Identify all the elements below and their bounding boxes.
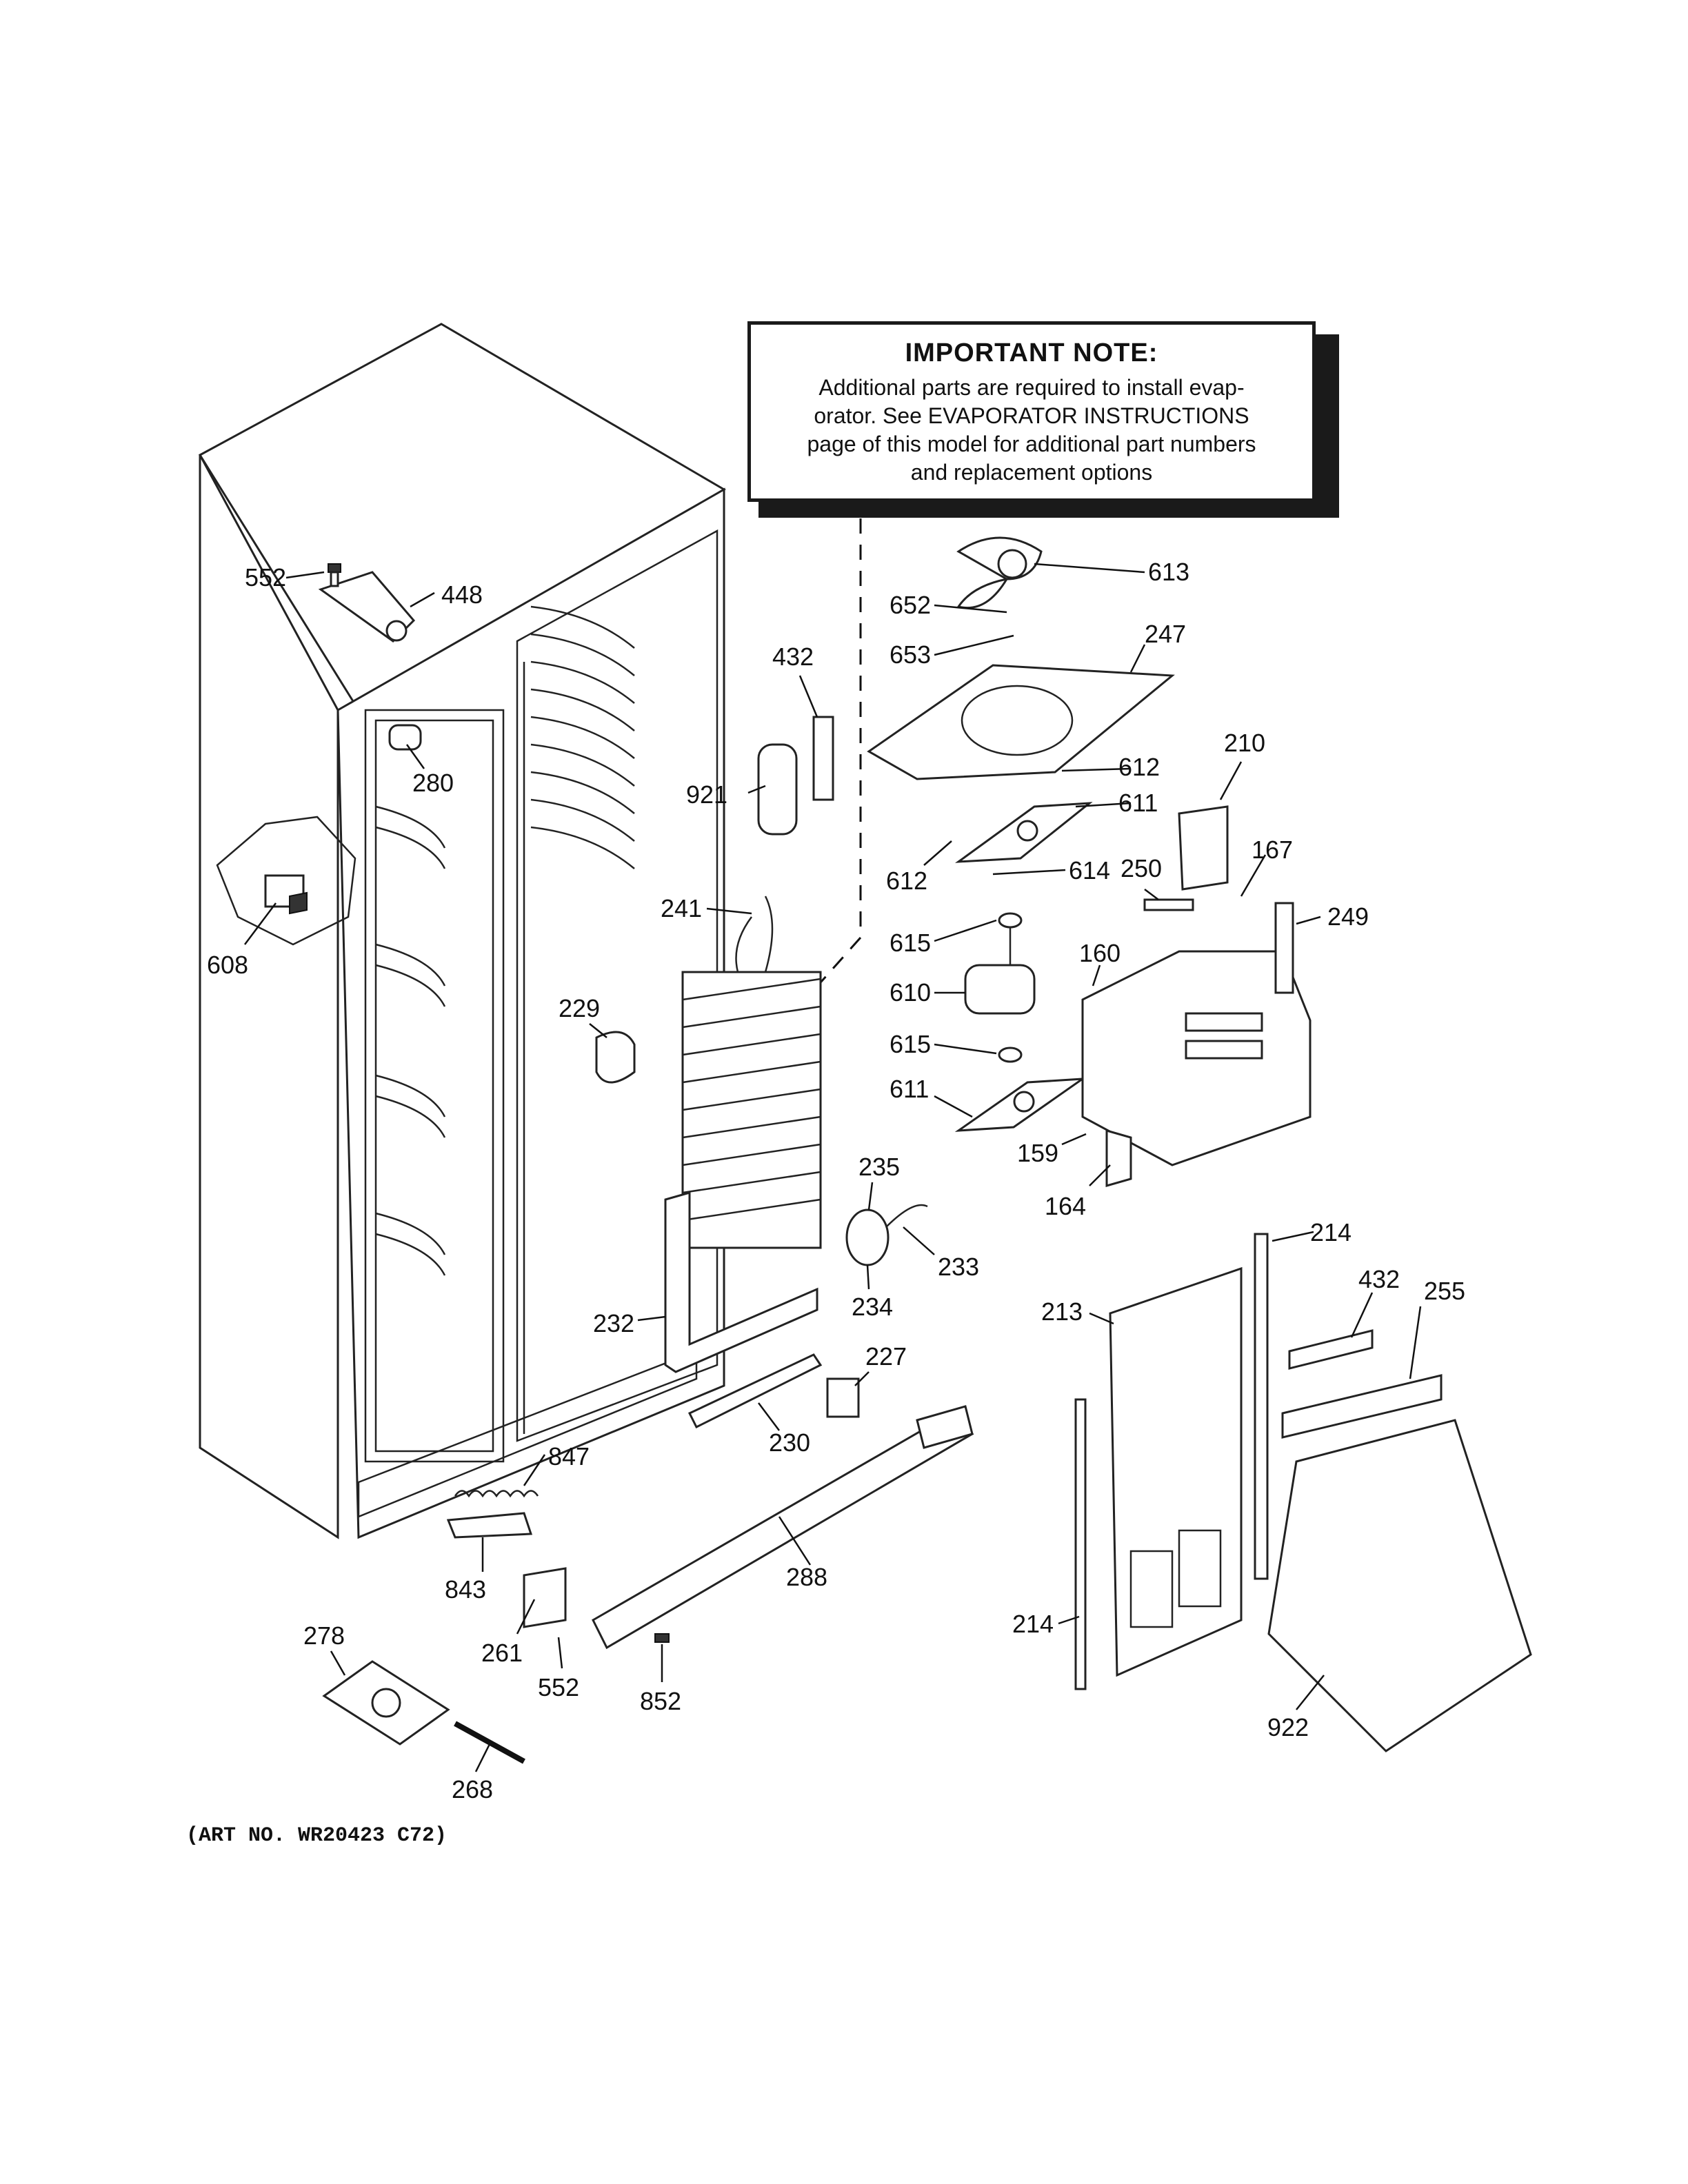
note-line: and replacement options <box>910 460 1153 485</box>
callout-552-lower: 552 <box>538 1673 579 1701</box>
fan-housing-167 <box>1081 950 1312 1166</box>
part-843 <box>446 1512 533 1539</box>
bolt-268 <box>454 1721 525 1764</box>
roller-278 <box>322 1660 450 1746</box>
callout-653: 653 <box>890 640 931 669</box>
callout-552: 552 <box>245 563 286 592</box>
callout-921: 921 <box>686 780 727 809</box>
callout-261: 261 <box>481 1639 523 1667</box>
callout-249: 249 <box>1327 902 1369 931</box>
motor-610 <box>964 924 1036 1015</box>
callout-852: 852 <box>640 1687 681 1715</box>
grommet-615-bottom <box>998 1046 1023 1063</box>
callout-210: 210 <box>1224 729 1265 757</box>
callout-288: 288 <box>786 1563 827 1591</box>
art-number: (ART NO. WR20423 C72) <box>186 1824 448 1848</box>
callout-280: 280 <box>412 769 454 797</box>
cover-921 <box>757 743 798 836</box>
clip-229 <box>595 1031 636 1084</box>
callout-843: 843 <box>445 1575 486 1604</box>
part-249 <box>1274 902 1294 994</box>
callout-432: 432 <box>772 643 814 671</box>
callout-labels: 552 448 280 608 432 921 241 229 613 652 … <box>207 558 1465 1803</box>
trim-214 <box>1074 1233 1269 1690</box>
cover-922 <box>1267 1419 1532 1752</box>
callout-214-upper: 214 <box>1310 1218 1352 1246</box>
cabinet-drawing <box>198 323 726 1539</box>
callout-214-lower: 214 <box>1012 1610 1054 1638</box>
callout-159: 159 <box>1017 1139 1058 1167</box>
part-250 <box>1143 898 1194 911</box>
drain-pan-232 <box>664 1191 818 1373</box>
callout-247: 247 <box>1145 620 1186 648</box>
note-line: orator. See EVAPORATOR INSTRUCTIONS <box>814 403 1249 428</box>
bracket-261 <box>523 1567 567 1628</box>
callout-229: 229 <box>559 994 600 1022</box>
callout-213: 213 <box>1041 1297 1083 1326</box>
callout-234: 234 <box>852 1293 893 1321</box>
callout-611-upper: 611 <box>1118 789 1158 817</box>
spring-847 <box>454 1490 539 1498</box>
part-210 <box>1178 805 1229 891</box>
callout-615-upper: 615 <box>890 929 931 957</box>
callout-232: 232 <box>593 1309 634 1337</box>
grommet-615-top <box>998 912 1023 929</box>
callout-610: 610 <box>890 978 931 1007</box>
screw-852 <box>654 1633 670 1643</box>
callout-160: 160 <box>1079 939 1121 967</box>
part-280 <box>388 724 422 751</box>
callout-241: 241 <box>661 894 702 922</box>
callout-922: 922 <box>1267 1713 1309 1741</box>
callout-230: 230 <box>769 1428 810 1457</box>
callout-278: 278 <box>303 1621 345 1650</box>
callout-167: 167 <box>1252 836 1293 864</box>
fan-blade-613 <box>956 536 1043 609</box>
callout-612-upper: 612 <box>1118 753 1160 781</box>
callout-615-lower: 615 <box>890 1030 931 1058</box>
callout-250: 250 <box>1121 854 1162 882</box>
harness-227 <box>826 1377 860 1418</box>
bracket-432-top <box>812 716 834 801</box>
evaporator <box>681 896 822 1249</box>
callout-448: 448 <box>441 580 483 609</box>
note-title: IMPORTANT NOTE: <box>905 338 1158 367</box>
callout-268: 268 <box>452 1775 493 1803</box>
callout-614: 614 <box>1069 856 1110 884</box>
callout-255: 255 <box>1424 1277 1465 1305</box>
callout-652: 652 <box>890 591 931 619</box>
callout-612-lower: 612 <box>886 867 927 895</box>
callout-613: 613 <box>1148 558 1189 586</box>
switch-608 <box>216 816 356 946</box>
screw-552-top <box>328 563 341 587</box>
callout-235: 235 <box>858 1153 900 1181</box>
callout-164: 164 <box>1045 1192 1086 1220</box>
part-230 <box>687 1353 823 1429</box>
callout-847: 847 <box>548 1442 590 1470</box>
bracket-611-bottom <box>954 1078 1087 1132</box>
important-note: IMPORTANT NOTE: Additional parts are req… <box>747 321 1316 502</box>
hinge-448 <box>318 571 416 643</box>
leader-lines <box>244 563 1422 1772</box>
note-line: page of this model for additional part n… <box>807 432 1256 456</box>
part-164 <box>1105 1129 1132 1187</box>
note-line: Additional parts are required to install… <box>818 375 1245 400</box>
callout-227: 227 <box>865 1342 907 1371</box>
rear-panel-213 <box>1109 1266 1243 1677</box>
duct-288 <box>592 1405 974 1650</box>
note-body: Additional parts are required to install… <box>751 374 1312 487</box>
bracket-611-top <box>955 802 1093 863</box>
callout-432-right: 432 <box>1358 1265 1400 1293</box>
heater-233 <box>845 1204 928 1266</box>
callout-611-lower: 611 <box>890 1075 929 1103</box>
fan-shroud-247 <box>867 664 1175 780</box>
callout-233: 233 <box>938 1253 979 1281</box>
cover-255 <box>1281 1329 1443 1439</box>
callout-608: 608 <box>207 951 248 979</box>
